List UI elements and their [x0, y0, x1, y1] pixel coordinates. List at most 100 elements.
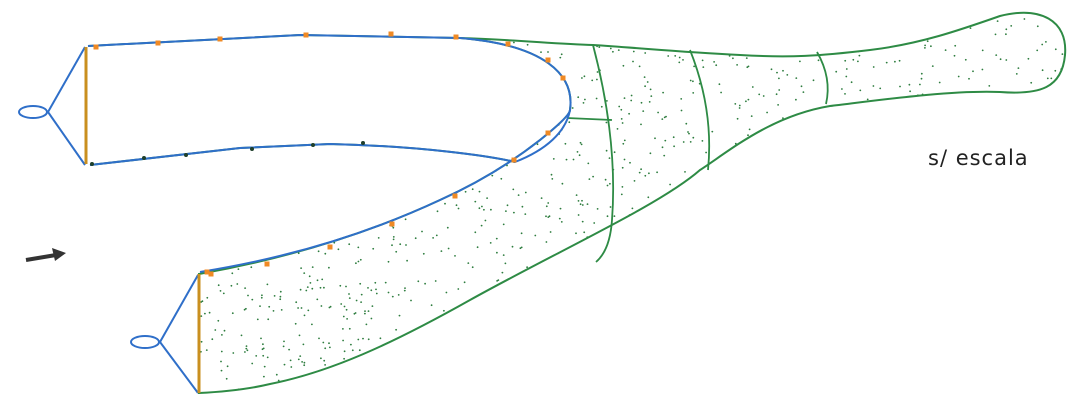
mesh-dot	[654, 137, 656, 140]
mesh-dot	[796, 315, 798, 318]
towing-bridle-icon	[18, 46, 86, 166]
mesh-dot	[556, 40, 558, 42]
mesh-dot	[629, 279, 632, 282]
mesh-dot	[558, 289, 560, 291]
mesh-dot	[268, 24, 271, 27]
mesh-dot	[999, 58, 1002, 61]
mesh-dot	[483, 19, 486, 22]
mesh-dot	[387, 291, 390, 294]
mesh-dot	[339, 178, 342, 181]
mesh-dot	[265, 17, 268, 19]
mesh-dot	[1058, 371, 1061, 374]
mesh-dot	[839, 117, 842, 119]
mesh-dot	[867, 133, 870, 136]
mesh-dot	[647, 196, 650, 199]
mesh-dot	[631, 257, 633, 259]
mesh-dot	[870, 263, 873, 266]
mesh-dot	[541, 38, 543, 41]
mesh-dot	[365, 136, 368, 139]
mesh-dot	[1061, 173, 1064, 176]
mesh-dot	[311, 122, 313, 125]
mesh-dot	[234, 227, 237, 230]
mesh-dot	[510, 327, 512, 329]
mesh-dot	[254, 188, 256, 191]
mesh-dot	[545, 375, 548, 378]
mesh-dot	[1038, 100, 1040, 102]
mesh-dot	[845, 75, 848, 78]
mesh-dot	[448, 123, 451, 126]
mesh-dot	[373, 15, 376, 18]
mesh-dot	[682, 37, 685, 40]
mesh-dot	[411, 195, 413, 197]
mesh-dot	[447, 35, 450, 37]
mesh-dot	[972, 20, 975, 23]
mesh-dot	[210, 79, 212, 82]
mesh-dot	[333, 175, 336, 178]
mesh-dot	[316, 72, 318, 74]
mesh-dot	[248, 215, 251, 218]
mesh-dot	[653, 220, 656, 223]
mesh-dot	[634, 290, 637, 293]
mesh-dot	[425, 100, 427, 102]
mesh-dot	[222, 292, 225, 295]
headline-rope	[87, 33, 572, 273]
mesh-dot	[867, 218, 869, 221]
mesh-dot	[579, 203, 582, 206]
mesh-dot	[939, 328, 942, 331]
mesh-dot	[366, 188, 369, 191]
mesh-dot	[287, 200, 290, 203]
mesh-dot	[221, 256, 223, 258]
mesh-dot	[681, 227, 683, 230]
mesh-dot	[523, 107, 525, 110]
mesh-dot	[777, 104, 779, 106]
mesh-dot	[873, 363, 876, 365]
mesh-dot	[762, 95, 765, 97]
mesh-dot	[673, 279, 676, 282]
mesh-dot	[861, 229, 864, 232]
mesh-dot	[612, 324, 614, 327]
mesh-dot	[706, 178, 709, 181]
mesh-dot	[497, 385, 500, 388]
mesh-dot	[489, 367, 492, 370]
mesh-dot	[548, 95, 551, 97]
mesh-dot	[635, 313, 637, 316]
mesh-dot	[583, 75, 586, 78]
mesh-dot	[938, 81, 941, 84]
mesh-dot	[759, 260, 762, 263]
mesh-dot	[682, 59, 684, 61]
mesh-dot	[896, 371, 898, 373]
mesh-dot	[328, 379, 331, 382]
mesh-dot	[226, 226, 229, 228]
mesh-dot	[386, 219, 388, 222]
mesh-dot	[666, 29, 669, 32]
mesh-dot	[320, 90, 323, 92]
mesh-dot	[992, 10, 994, 12]
mesh-dot	[335, 389, 337, 392]
mesh-dot	[235, 186, 238, 189]
mesh-dot	[650, 284, 652, 287]
mesh-dot	[572, 267, 575, 270]
mesh-dot	[260, 296, 263, 299]
mesh-dot	[730, 233, 733, 236]
mesh-dot	[685, 122, 688, 125]
mesh-dot	[465, 67, 468, 70]
mesh-dot	[761, 249, 764, 252]
mesh-dot	[455, 48, 458, 51]
mesh-dot	[425, 111, 428, 114]
mesh-dot	[339, 176, 342, 179]
mesh-dot	[420, 341, 423, 344]
mesh-dot	[643, 76, 646, 78]
mesh-dot	[686, 207, 688, 210]
upper-wing-rope	[87, 33, 572, 166]
mesh-dot	[219, 226, 222, 228]
mesh-dot	[689, 327, 692, 330]
mesh-dot	[200, 83, 203, 86]
mesh-dot	[706, 22, 709, 25]
mesh-dot	[854, 232, 857, 235]
mesh-dot	[275, 199, 277, 202]
mesh-dot	[342, 339, 344, 342]
mesh-dot	[1052, 340, 1055, 343]
mesh-dot	[307, 309, 310, 312]
mesh-dot	[852, 58, 855, 61]
mesh-dot	[914, 308, 917, 311]
